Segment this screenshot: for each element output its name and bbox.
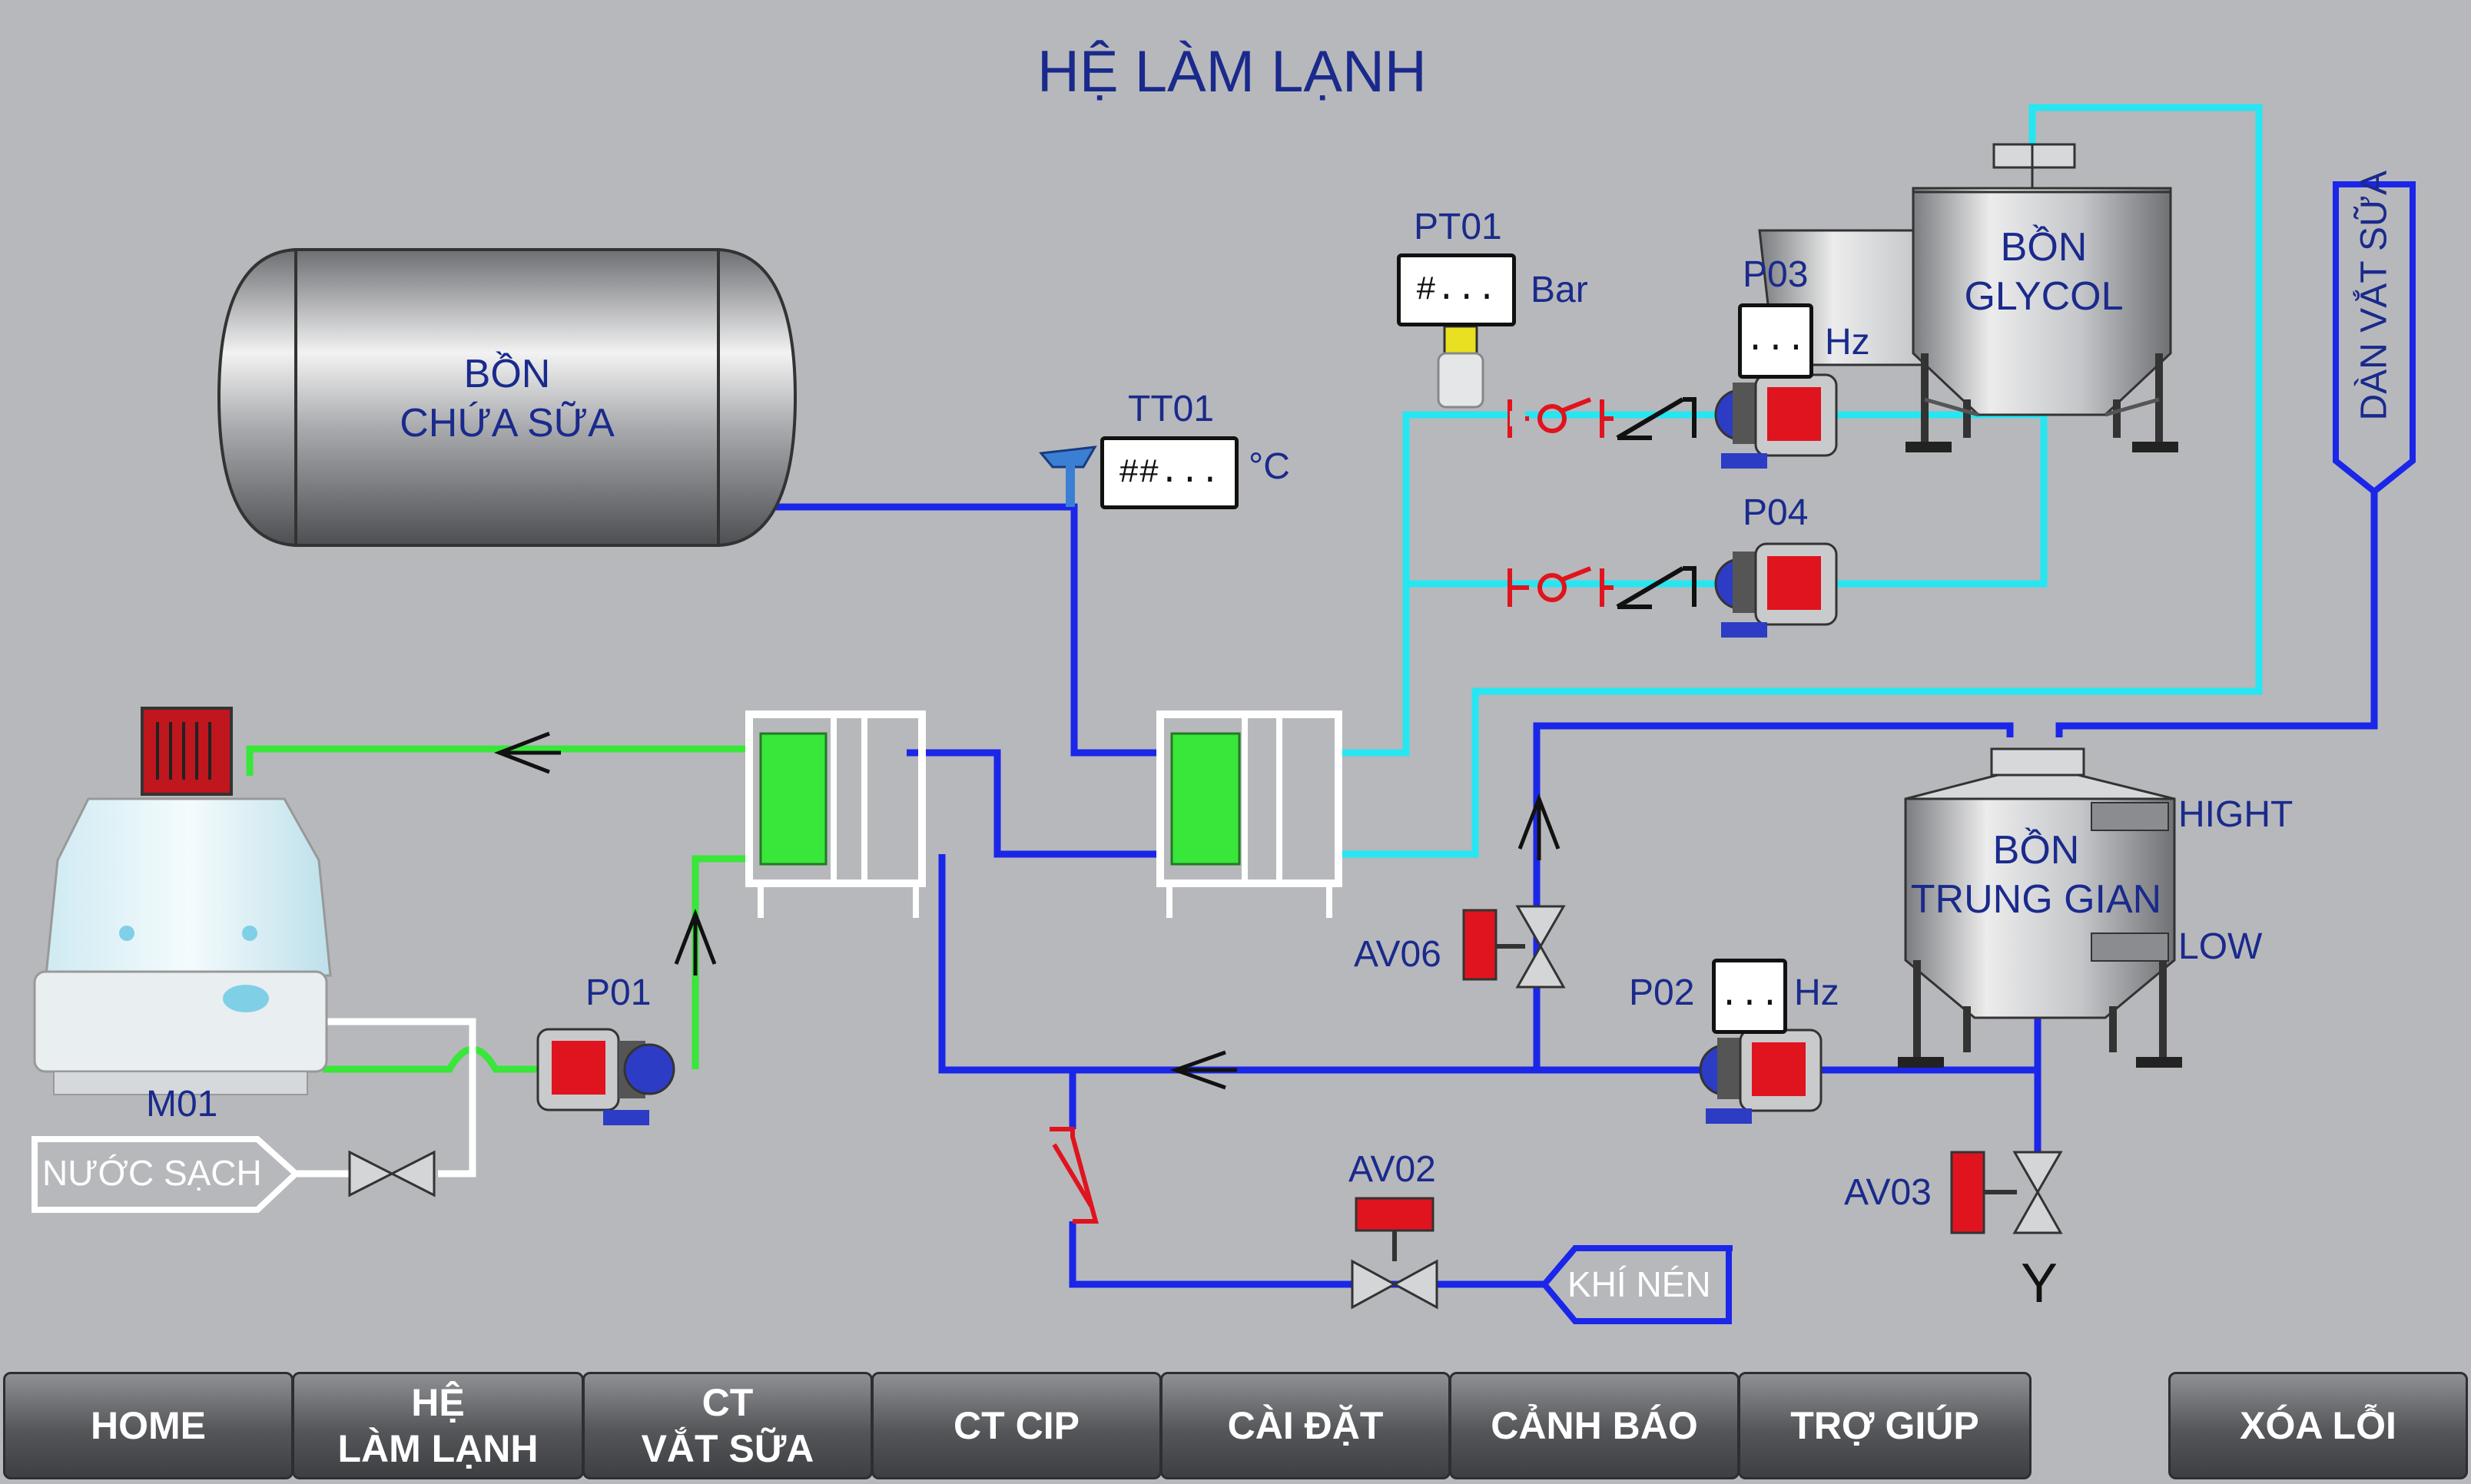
cooling-tower-m01[interactable] bbox=[33, 707, 332, 1095]
av02-tag: AV02 bbox=[1348, 1149, 1436, 1190]
nav-reset-error-button[interactable]: XÓA LỖI bbox=[2168, 1372, 2468, 1479]
glycol-valves-p04-line bbox=[1507, 566, 1697, 609]
tt01-temperature-display[interactable]: ##... bbox=[1100, 436, 1239, 509]
p03-frequency-display[interactable]: ... bbox=[1738, 303, 1813, 379]
flow-arrows bbox=[494, 731, 1561, 1090]
nav-alarms-label: CẢNH BÁO bbox=[1491, 1404, 1698, 1447]
screen-title: HỆ LÀM LẠNH bbox=[1037, 39, 1427, 104]
p02-frequency-display[interactable]: ... bbox=[1712, 959, 1787, 1034]
pressure-transmitter-pt01 bbox=[1437, 325, 1484, 409]
water-pipes bbox=[246, 745, 749, 1178]
pump-p03[interactable] bbox=[1714, 373, 1838, 469]
nav-help-button[interactable]: TRỢ GIÚP bbox=[1738, 1372, 2032, 1479]
milking-line-label: DÀN VẮT SỮA bbox=[2353, 170, 2395, 421]
milk-tank-label-line2: CHỨA SỮA bbox=[400, 401, 615, 446]
p02-unit: Hz bbox=[1794, 972, 1839, 1013]
nav-milking-label-line2: VẮT SỮA bbox=[641, 1427, 814, 1470]
tt01-tag: TT01 bbox=[1128, 389, 1215, 429]
pump-p04[interactable] bbox=[1714, 542, 1838, 638]
level-high-label: HIGHT bbox=[2178, 794, 2294, 835]
nav-alarms-button[interactable]: CẢNH BÁO bbox=[1449, 1372, 1740, 1479]
milk-tank-label-line1: BỒN bbox=[463, 352, 551, 396]
buffer-tank-label-line1: BỒN bbox=[1992, 828, 2080, 873]
check-valve-air bbox=[1050, 1127, 1099, 1224]
level-low-label: LOW bbox=[2178, 926, 2263, 967]
valve-av02[interactable] bbox=[1351, 1197, 1438, 1310]
clean-water-label: NƯỚC SẠCH bbox=[42, 1153, 262, 1193]
clean-water-pointer-shape bbox=[32, 1136, 300, 1213]
nav-settings-label: CÀI ĐẶT bbox=[1227, 1404, 1384, 1447]
valve-av06[interactable] bbox=[1462, 905, 1566, 989]
pt01-tag: PT01 bbox=[1414, 207, 1502, 247]
glycol-tank-label-line1: BỒN bbox=[2000, 225, 2088, 270]
nav-milking-button[interactable]: CT VẮT SỮA bbox=[582, 1372, 873, 1479]
m01-tag: M01 bbox=[146, 1084, 218, 1125]
nav-cip-label: CT CIP bbox=[954, 1404, 1080, 1447]
p03-tag: P03 bbox=[1743, 254, 1809, 295]
pt01-pressure-display[interactable]: #... bbox=[1397, 253, 1516, 326]
glycol-tank-label-line2: GLYCOL bbox=[1964, 274, 2124, 319]
nav-home-label: HOME bbox=[91, 1404, 206, 1447]
nav-cooling-label-line1: HỆ bbox=[411, 1381, 465, 1424]
heat-exchanger-1 bbox=[745, 711, 926, 918]
compressed-air-label: KHÍ NÉN bbox=[1567, 1264, 1711, 1304]
p04-tag: P04 bbox=[1743, 492, 1809, 533]
av06-tag: AV06 bbox=[1354, 934, 1441, 975]
pump-p02[interactable] bbox=[1699, 1029, 1823, 1124]
p02-tag: P02 bbox=[1629, 972, 1695, 1013]
p01-tag: P01 bbox=[585, 972, 652, 1013]
av03-tag: AV03 bbox=[1844, 1172, 1932, 1213]
glycol-tank-label: BỒN GLYCOL bbox=[1929, 223, 2159, 321]
heat-exchanger-2 bbox=[1156, 711, 1342, 918]
buffer-tank bbox=[1898, 747, 2182, 1068]
compressed-air-pointer-shape bbox=[1540, 1245, 1733, 1324]
temperature-sensor-tt01 bbox=[1039, 446, 1097, 507]
nav-cip-button[interactable]: CT CIP bbox=[871, 1372, 1162, 1479]
pt01-unit: Bar bbox=[1531, 270, 1588, 310]
glycol-valves-p03-line bbox=[1507, 397, 1697, 440]
pump-p01[interactable] bbox=[536, 1028, 675, 1125]
buffer-tank-label: BỒN TRUNG GIAN bbox=[1890, 826, 2182, 924]
nav-cooling-button[interactable]: HỆ LÀM LẠNH bbox=[292, 1372, 584, 1479]
milking-pointer-shape bbox=[2333, 181, 2416, 496]
nav-reset-error-label: XÓA LỖI bbox=[2240, 1404, 2396, 1447]
product-pipes bbox=[768, 492, 2378, 1288]
nav-settings-button[interactable]: CÀI ĐẶT bbox=[1160, 1372, 1451, 1479]
p03-unit: Hz bbox=[1825, 322, 1870, 363]
nav-home-button[interactable]: HOME bbox=[3, 1372, 294, 1479]
milk-tank-label: BỒN CHỨA SỮA bbox=[353, 349, 661, 448]
nav-cooling-label-line2: LÀM LẠNH bbox=[337, 1427, 539, 1470]
nav-milking-label-line1: CT bbox=[701, 1381, 754, 1424]
valve-av03[interactable] bbox=[1950, 1151, 2063, 1234]
drain-label: Y bbox=[2021, 1253, 2058, 1314]
bottom-navigation: HOME HỆ LÀM LẠNH CT VẮT SỮA CT CIP CÀI Đ… bbox=[0, 1366, 2471, 1484]
tt01-unit: °C bbox=[1249, 446, 1290, 487]
buffer-tank-label-line2: TRUNG GIAN bbox=[1910, 877, 2162, 922]
manual-valve-clean-water[interactable] bbox=[348, 1150, 436, 1197]
nav-help-label: TRỢ GIÚP bbox=[1790, 1404, 1979, 1447]
glycol-tank bbox=[1758, 143, 2178, 452]
milk-storage-tank bbox=[217, 247, 798, 548]
